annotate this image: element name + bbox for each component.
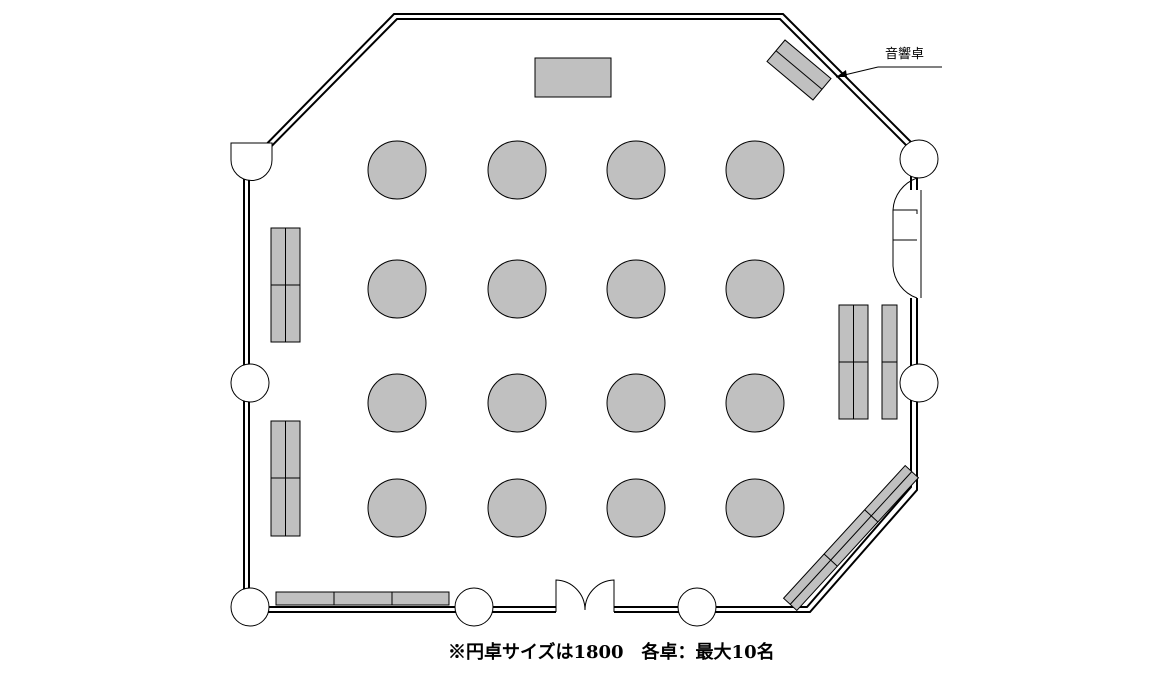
pillar-right-top	[899, 139, 939, 179]
corner-pillar-top-left	[230, 142, 273, 181]
outer-wall	[243, 13, 918, 613]
pillars	[230, 139, 939, 627]
pillar-bottom-right	[677, 587, 717, 627]
round-tables	[367, 140, 785, 538]
left-side-tables	[270, 227, 301, 537]
round-table	[606, 140, 666, 200]
round-table	[606, 373, 666, 433]
round-table	[367, 259, 427, 319]
round-table	[725, 140, 785, 200]
diagonal-side-tables	[782, 464, 920, 612]
round-table	[367, 373, 427, 433]
round-table	[606, 259, 666, 319]
pillar-bottom-center	[454, 587, 494, 627]
round-table	[725, 373, 785, 433]
audio-desk-leader	[835, 66, 942, 78]
right-side-tables	[838, 304, 898, 420]
pillar-right-middle	[899, 363, 939, 403]
right-door	[892, 177, 922, 299]
room-walls	[243, 13, 918, 613]
side-table	[275, 591, 450, 606]
audio-desk-label: 音響卓	[885, 47, 925, 62]
round-table	[367, 478, 427, 538]
head-table	[534, 57, 612, 98]
round-table	[606, 478, 666, 538]
inner-wall	[248, 18, 912, 608]
bottom-door	[548, 579, 620, 614]
round-table	[725, 259, 785, 319]
table-size-note: ※円卓サイズは1800 各卓：最大10名	[448, 642, 775, 663]
round-table	[725, 478, 785, 538]
audio-desk	[766, 39, 832, 101]
pillar-left-middle	[230, 363, 270, 403]
round-table	[367, 140, 427, 200]
round-table	[487, 259, 547, 319]
round-table	[487, 478, 547, 538]
pillar-bottom-left	[230, 587, 270, 627]
round-table	[487, 373, 547, 433]
bottom-side-tables	[275, 591, 450, 606]
round-table	[487, 140, 547, 200]
